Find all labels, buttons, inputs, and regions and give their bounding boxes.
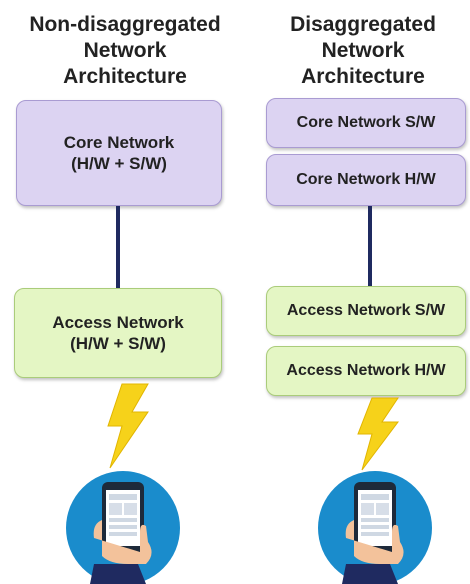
right-access-hw-label: Access Network H/W [286,362,446,379]
right-access-sw-label: Access Network S/W [286,302,446,319]
right-title-line-1: Disaggregated [290,13,436,36]
lightning-bolt-icon [357,397,399,471]
right-title-line-3: Architecture [301,65,425,88]
right-title-line-2: Network [321,39,405,62]
left-core-network-box: Core Network (H/W + S/W) [16,100,222,206]
left-core-label: Core Network [63,133,175,152]
left-core-access-link [116,206,120,288]
hand-smartphone-icon [318,471,432,584]
left-access-network-box: Access Network (H/W + S/W) [14,288,222,378]
left-core-sublabel: (H/W + S/W) [71,154,167,173]
right-column-title: Disaggregated Network Architecture [258,12,468,90]
right-core-access-link [368,206,372,286]
right-core-hw-label: Core Network H/W [296,171,436,188]
left-title-line-3: Architecture [63,65,187,88]
left-column-title: Non-disaggregated Network Architecture [12,12,238,90]
right-access-sw-box: Access Network S/W [266,286,466,336]
right-access-hw-box: Access Network H/W [266,346,466,396]
left-title-line-2: Network [83,39,167,62]
right-core-sw-label: Core Network S/W [296,114,436,131]
right-core-hw-box: Core Network H/W [266,154,466,206]
left-access-label: Access Network [52,313,184,332]
left-access-sublabel: (H/W + S/W) [70,334,166,353]
right-core-sw-box: Core Network S/W [266,98,466,148]
left-title-line-1: Non-disaggregated [29,13,221,36]
hand-smartphone-icon [66,471,180,584]
lightning-bolt-icon [107,383,149,469]
